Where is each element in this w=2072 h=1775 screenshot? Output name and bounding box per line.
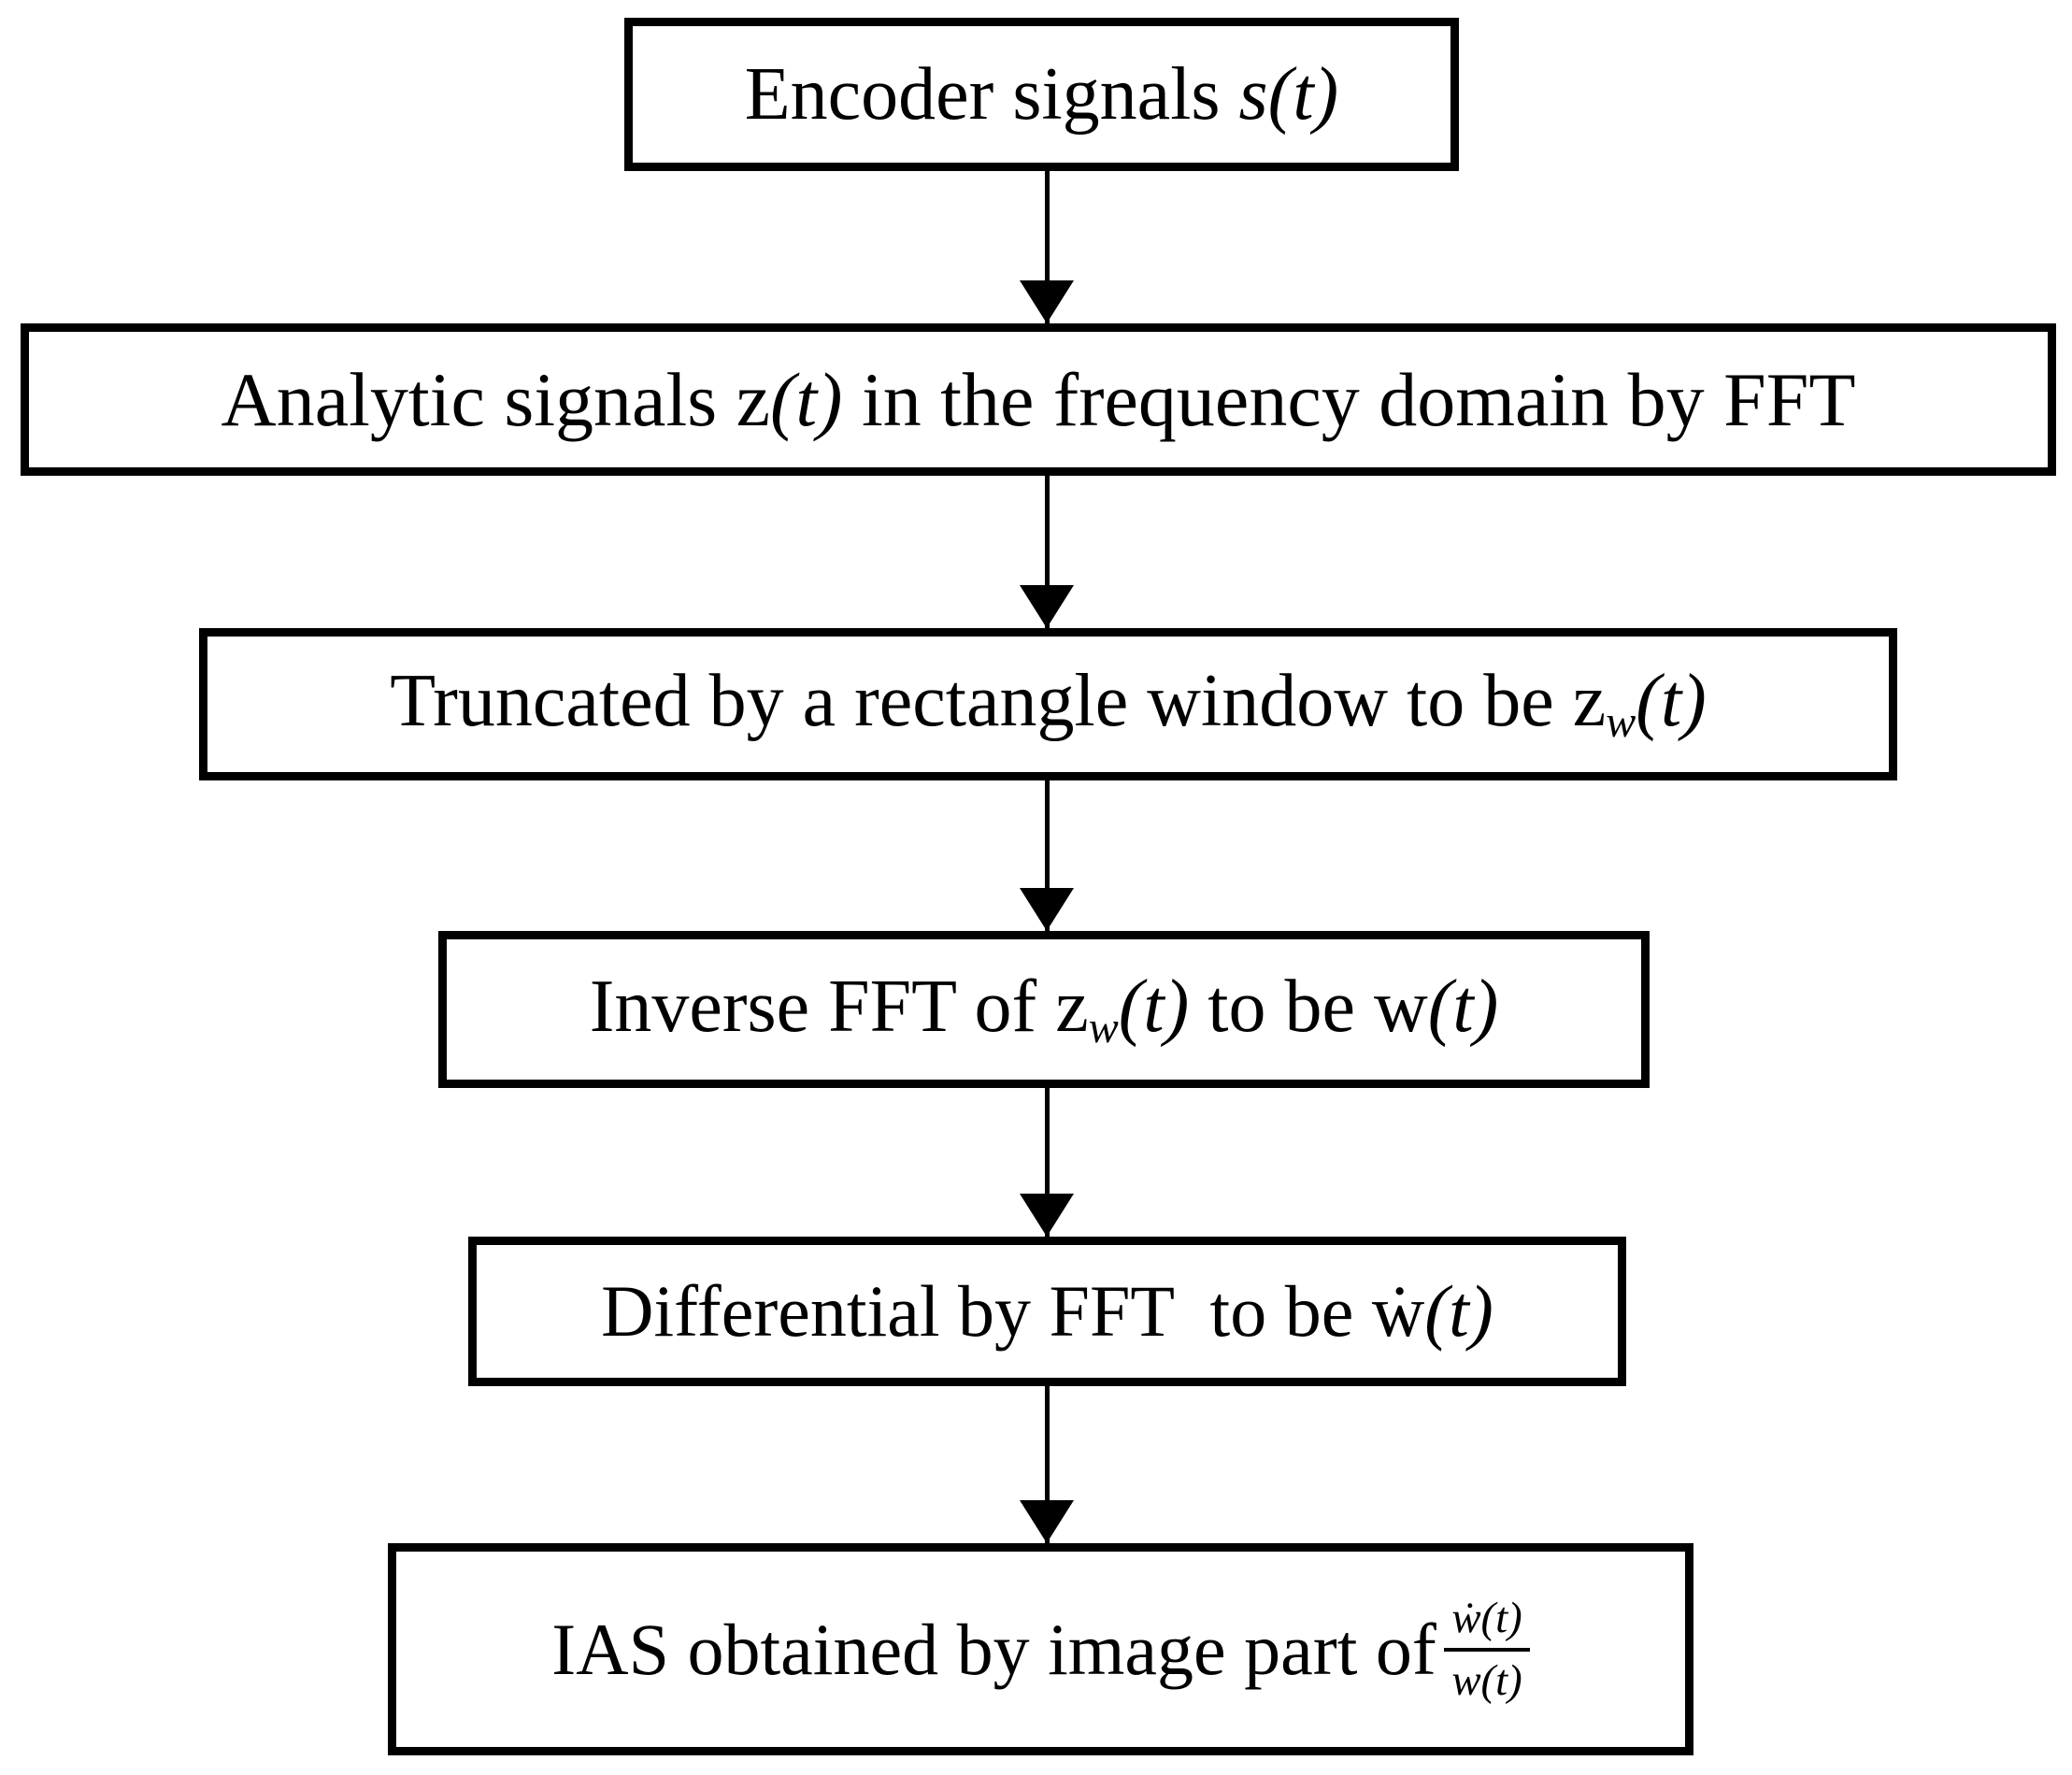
text-segment: to be w: [1189, 965, 1428, 1048]
text-segment: Truncated by a rectangle window to be z: [390, 660, 1607, 742]
flow-box-label: Encoder signals s(t): [745, 57, 1338, 132]
arrow-down-icon: [1020, 585, 1074, 628]
text-segment: (t): [1424, 1270, 1493, 1352]
fraction-numerator: ẇ(t): [1444, 1593, 1530, 1652]
flow-box-analytic-signals-fft: Analytic signals z(t) in the frequency d…: [21, 323, 2056, 476]
fraction-wdot-over-w: ẇ(t) w(t): [1444, 1593, 1530, 1705]
flow-box-encoder-signals: Encoder signals s(t): [624, 18, 1459, 171]
text-segment: w: [1088, 1002, 1119, 1052]
flow-box-inverse-fft: Inverse FFT of zw(t) to be w(t): [438, 931, 1650, 1088]
fraction-denominator: w(t): [1451, 1652, 1522, 1705]
text-segment: ẇ(t): [1451, 1593, 1522, 1642]
flow-arrow-line: [1045, 1386, 1050, 1543]
text-segment: s(t): [1238, 53, 1339, 136]
text-segment: (t): [1427, 965, 1499, 1048]
text-segment: (t): [1636, 660, 1707, 742]
text-segment: (t): [770, 356, 843, 442]
arrow-down-icon: [1020, 888, 1074, 931]
flow-arrow-line: [1045, 476, 1050, 628]
arrow-down-icon: [1020, 1500, 1074, 1543]
flow-box-differential-fft: Differential by FFT to be ẇ(t): [468, 1237, 1626, 1386]
text-segment: Differential by FFT to be ẇ: [601, 1270, 1425, 1352]
flow-box-truncated-rectangle-window: Truncated by a rectangle window to be zw…: [199, 628, 1897, 780]
arrow-down-icon: [1020, 1194, 1074, 1237]
text-segment: Analytic signals z: [221, 356, 771, 442]
text-segment: w(t): [1451, 1655, 1522, 1705]
arrow-down-icon: [1020, 280, 1074, 323]
flow-arrow-line: [1045, 780, 1050, 931]
text-segment: Encoder signals: [744, 53, 1239, 136]
flow-box-label: Truncated by a rectangle window to be zw…: [390, 664, 1707, 745]
flow-box-ias-image-part: IAS obtained by image part of ẇ(t) w(t): [388, 1543, 1693, 1755]
text-segment: IAS obtained by image part of: [551, 1608, 1436, 1690]
flow-box-label: Inverse FFT of zw(t) to be w(t): [590, 969, 1499, 1051]
flow-box-label: Differential by FFT to be ẇ(t): [601, 1275, 1493, 1348]
text-segment: (t): [1118, 965, 1190, 1048]
text-segment: w: [1606, 697, 1636, 747]
flow-arrow-line: [1045, 171, 1050, 323]
flow-box-label: IAS obtained by image part of: [551, 1612, 1436, 1686]
text-segment: Inverse FFT of z: [589, 965, 1089, 1048]
flow-box-label: Analytic signals z(t) in the frequency d…: [221, 361, 1856, 438]
flow-arrow-line: [1045, 1088, 1050, 1237]
text-segment: in the frequency domain by FFT: [842, 356, 1856, 442]
